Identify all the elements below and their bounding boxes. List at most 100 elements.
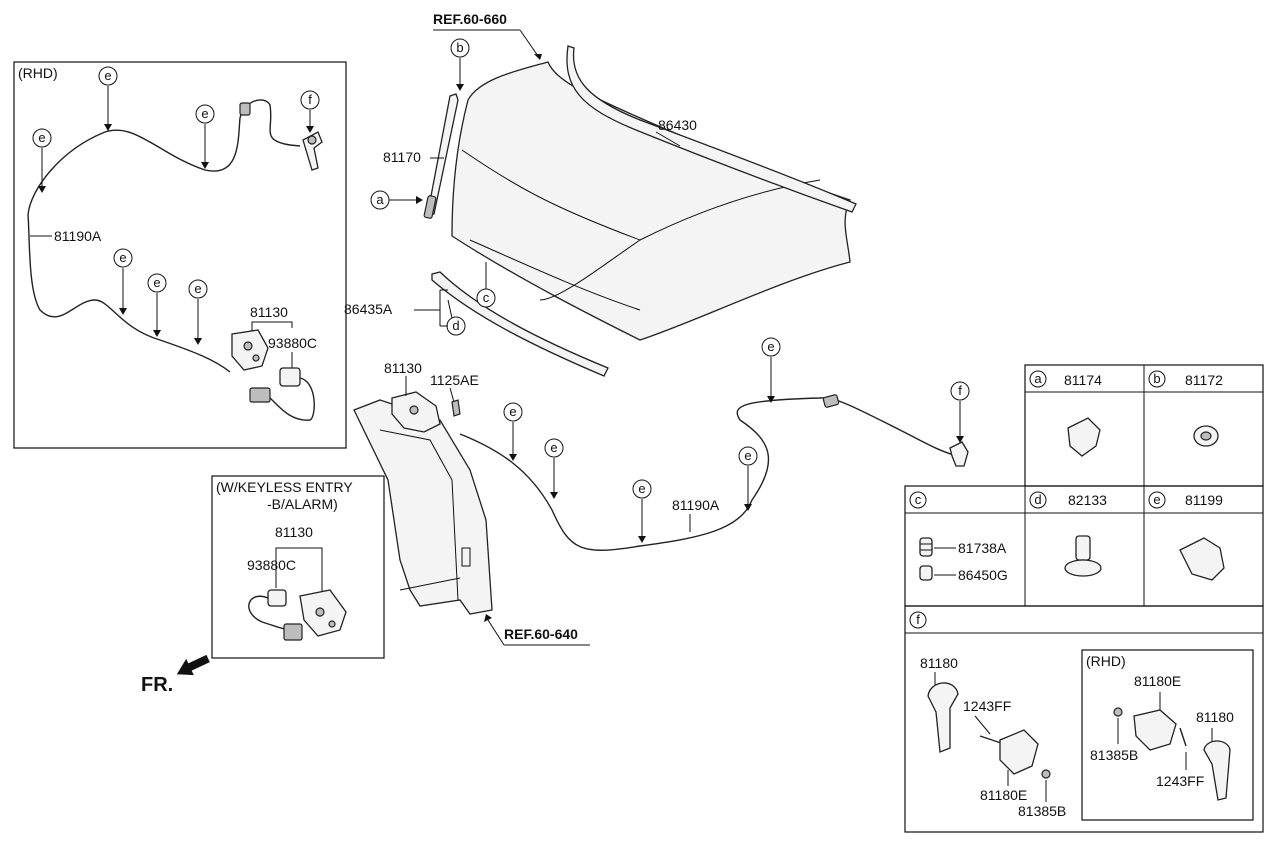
rhd-cable-box: (RHD) e e e e e	[13, 61, 347, 449]
hood-stay-rod	[423, 93, 459, 219]
legend-f-rhd-bolt: 1243FF	[1156, 773, 1204, 789]
svg-text:e: e	[638, 481, 645, 496]
legend-f-rhd-title: (RHD)	[1086, 653, 1126, 669]
rhd-box-title: (RHD)	[18, 65, 58, 81]
svg-text:e: e	[201, 106, 208, 121]
rhd-callout-e-4: e	[113, 248, 133, 315]
svg-text:d: d	[452, 318, 459, 333]
legend-e-letter: e	[1153, 492, 1160, 507]
front-arrow-icon	[176, 654, 210, 676]
svg-text:c: c	[483, 290, 490, 305]
legend-f-rhd-nut: 81385B	[1090, 747, 1138, 763]
svg-text:e: e	[104, 68, 111, 83]
front-panel	[353, 399, 493, 615]
svg-text:e: e	[119, 250, 126, 265]
panel-ref-label: REF.60-640	[484, 614, 590, 646]
bolt-label: 1125AE	[430, 372, 479, 388]
callout-c: c	[476, 262, 496, 308]
legend-d-part: 82133	[1068, 492, 1107, 508]
legend-c-part-2: 86450G	[958, 567, 1008, 583]
svg-text:e: e	[153, 275, 160, 290]
legend-b-grommet	[1193, 425, 1219, 447]
svg-text:f: f	[958, 383, 962, 398]
keyless-latch-switch	[248, 589, 303, 641]
legend-a-part: 81174	[1064, 372, 1102, 388]
svg-text:e: e	[767, 339, 774, 354]
hood-panel	[451, 61, 851, 341]
legend-f-handle: 81180	[920, 655, 958, 671]
legend-table: a 81174 b 81172 c 81738A 86450G d 82133	[904, 364, 1264, 833]
legend-f-handle-part	[927, 682, 959, 753]
legend-d-letter: d	[1034, 492, 1041, 507]
strip-label: 86435A	[344, 301, 393, 317]
rhd-hood-release-handle	[302, 131, 323, 171]
legend-f-bracket: 81180E	[980, 787, 1027, 803]
legend-e-clip	[1179, 537, 1225, 581]
legend-c-part-1: 81738A	[958, 540, 1007, 556]
svg-text:e: e	[509, 404, 516, 419]
main-hood-latch	[391, 391, 441, 433]
legend-a-letter: a	[1034, 371, 1042, 386]
svg-text:REF.60-640: REF.60-640	[504, 626, 578, 642]
legend-c-bumper-1	[919, 537, 933, 557]
legend-a-clip	[1067, 417, 1101, 457]
rhd-latch-switch	[249, 367, 315, 421]
svg-text:b: b	[456, 40, 463, 55]
main-release-cable	[459, 397, 959, 551]
rhd-callout-e-5: e	[147, 273, 167, 337]
keyless-box: (W/KEYLESS ENTRY -B/ALARM) 81130 93880C	[211, 475, 385, 659]
main-callout-e-2: e	[544, 438, 564, 499]
callout-d: d	[446, 299, 466, 336]
keyless-title-line2: -B/ALARM)	[267, 496, 338, 512]
hood-seal-label: 86430	[658, 117, 697, 133]
legend-f-rhd-handle-part	[1203, 740, 1231, 801]
legend-c-letter: c	[915, 492, 922, 507]
stay-rod-label: 81170	[383, 149, 421, 165]
main-callout-f: f	[950, 381, 970, 443]
callout-b: b	[450, 38, 470, 91]
svg-text:REF.60-660: REF.60-660	[433, 11, 507, 27]
rhd-callout-e-6: e	[188, 279, 208, 345]
main-cable-label: 81190A	[672, 497, 720, 513]
legend-b-letter: b	[1153, 371, 1160, 386]
hood-weatherstrip	[566, 45, 857, 213]
svg-text:e: e	[744, 448, 751, 463]
main-callout-e-1: e	[503, 402, 523, 461]
legend-c-bumper-2	[919, 565, 933, 581]
keyless-hood-latch	[299, 589, 347, 637]
callout-a: a	[370, 190, 423, 210]
svg-text:e: e	[550, 440, 557, 455]
rhd-callout-e-1: e	[98, 66, 118, 131]
rhd-hood-latch	[231, 329, 269, 371]
main-hood-release-handle	[949, 441, 969, 467]
keyless-switch-label: 93880C	[247, 557, 296, 573]
legend-f-letter: f	[916, 612, 920, 627]
legend-f-bolt: 1243FF	[963, 698, 1011, 714]
legend-f-nut: 81385B	[1018, 803, 1066, 819]
front-direction-indicator: FR.	[141, 654, 210, 696]
legend-e-part: 81199	[1185, 492, 1223, 508]
hood-ref-label: REF.60-660	[433, 11, 542, 60]
main-callout-e-5: e	[761, 337, 781, 403]
svg-text:a: a	[376, 192, 384, 207]
svg-text:e: e	[194, 281, 201, 296]
rhd-callout-e-2: e	[195, 104, 215, 169]
rhd-cable-label: 81190A	[54, 228, 102, 244]
legend-f-rhd-handle: 81180	[1196, 709, 1234, 725]
front-label: FR.	[141, 674, 173, 696]
keyless-latch-label: 81130	[275, 524, 313, 540]
legend-f-rhd-bracket: 81180E	[1134, 673, 1181, 689]
keyless-title-line1: (W/KEYLESS ENTRY	[216, 479, 353, 495]
rhd-latch-label: 81130	[250, 304, 288, 320]
main-callout-e-4: e	[738, 446, 758, 511]
rhd-callout-e-3: e	[32, 128, 52, 193]
svg-text:f: f	[308, 92, 312, 107]
rhd-switch-label: 93880C	[268, 335, 317, 351]
legend-f-rhd-bracket-part	[1133, 709, 1177, 751]
legend-d-clip	[1064, 535, 1102, 577]
legend-f-bracket-part	[999, 729, 1039, 775]
main-latch-label: 81130	[384, 360, 422, 376]
rhd-callout-f: f	[300, 90, 320, 133]
svg-text:e: e	[38, 130, 45, 145]
